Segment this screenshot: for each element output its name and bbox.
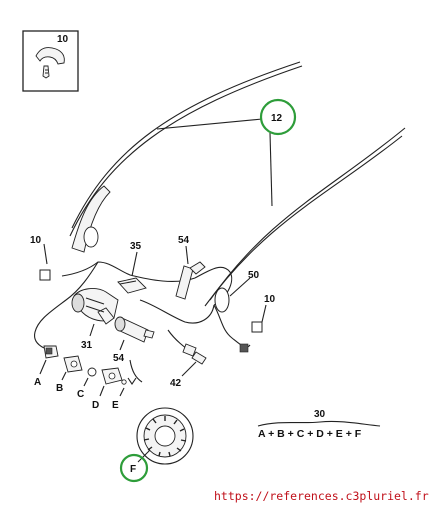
connector-10-left: 10: [30, 235, 51, 281]
kit-formula: A + B + C + D + E + F: [258, 428, 362, 440]
ref-B-label: B: [56, 383, 63, 394]
kit-30-legend: 30 A + B + C + D + E + F: [257, 409, 381, 440]
part-54-mid: 54: [113, 316, 155, 364]
windscreen-outline: [69, 61, 406, 307]
gear-parts: A B C D E: [34, 345, 137, 411]
ref-31-label: 31: [81, 340, 93, 351]
leader-12: [156, 118, 273, 207]
ref-30-label: 30: [314, 409, 326, 420]
ref-10-right-label: 10: [264, 294, 276, 305]
ref-54-top-label: 54: [178, 235, 190, 246]
ref-F-label: F: [130, 464, 136, 475]
ref-10-left-label: 10: [30, 235, 42, 246]
left-pillar-hose: [71, 185, 111, 253]
source-url[interactable]: https://references.c3pluriel.fr: [214, 489, 429, 503]
ref-12-label: 12: [271, 113, 283, 124]
part-50: 50: [214, 270, 260, 313]
ref-E-label: E: [112, 400, 119, 411]
inset-box: 10: [22, 30, 79, 92]
ref-50-label: 50: [248, 270, 260, 281]
part-42: 42: [170, 343, 207, 389]
connector-10-right: 10: [239, 294, 276, 353]
ref-42-label: 42: [170, 378, 182, 389]
callout-F: F: [119, 453, 149, 483]
gear-F: [136, 407, 194, 465]
callout-12: 12: [259, 98, 297, 136]
part-31-motor: 31: [71, 288, 119, 351]
part-54-top: 54: [175, 235, 206, 300]
ref-D-label: D: [92, 400, 99, 411]
part-35-relay: 35: [117, 241, 147, 294]
ref-54-mid-label: 54: [113, 353, 125, 364]
ref-35-label: 35: [130, 241, 142, 252]
ref-A-label: A: [34, 377, 41, 388]
clip-icon: [35, 47, 65, 65]
ref-C-label: C: [77, 389, 84, 400]
inset-ref-label: 10: [57, 34, 69, 45]
